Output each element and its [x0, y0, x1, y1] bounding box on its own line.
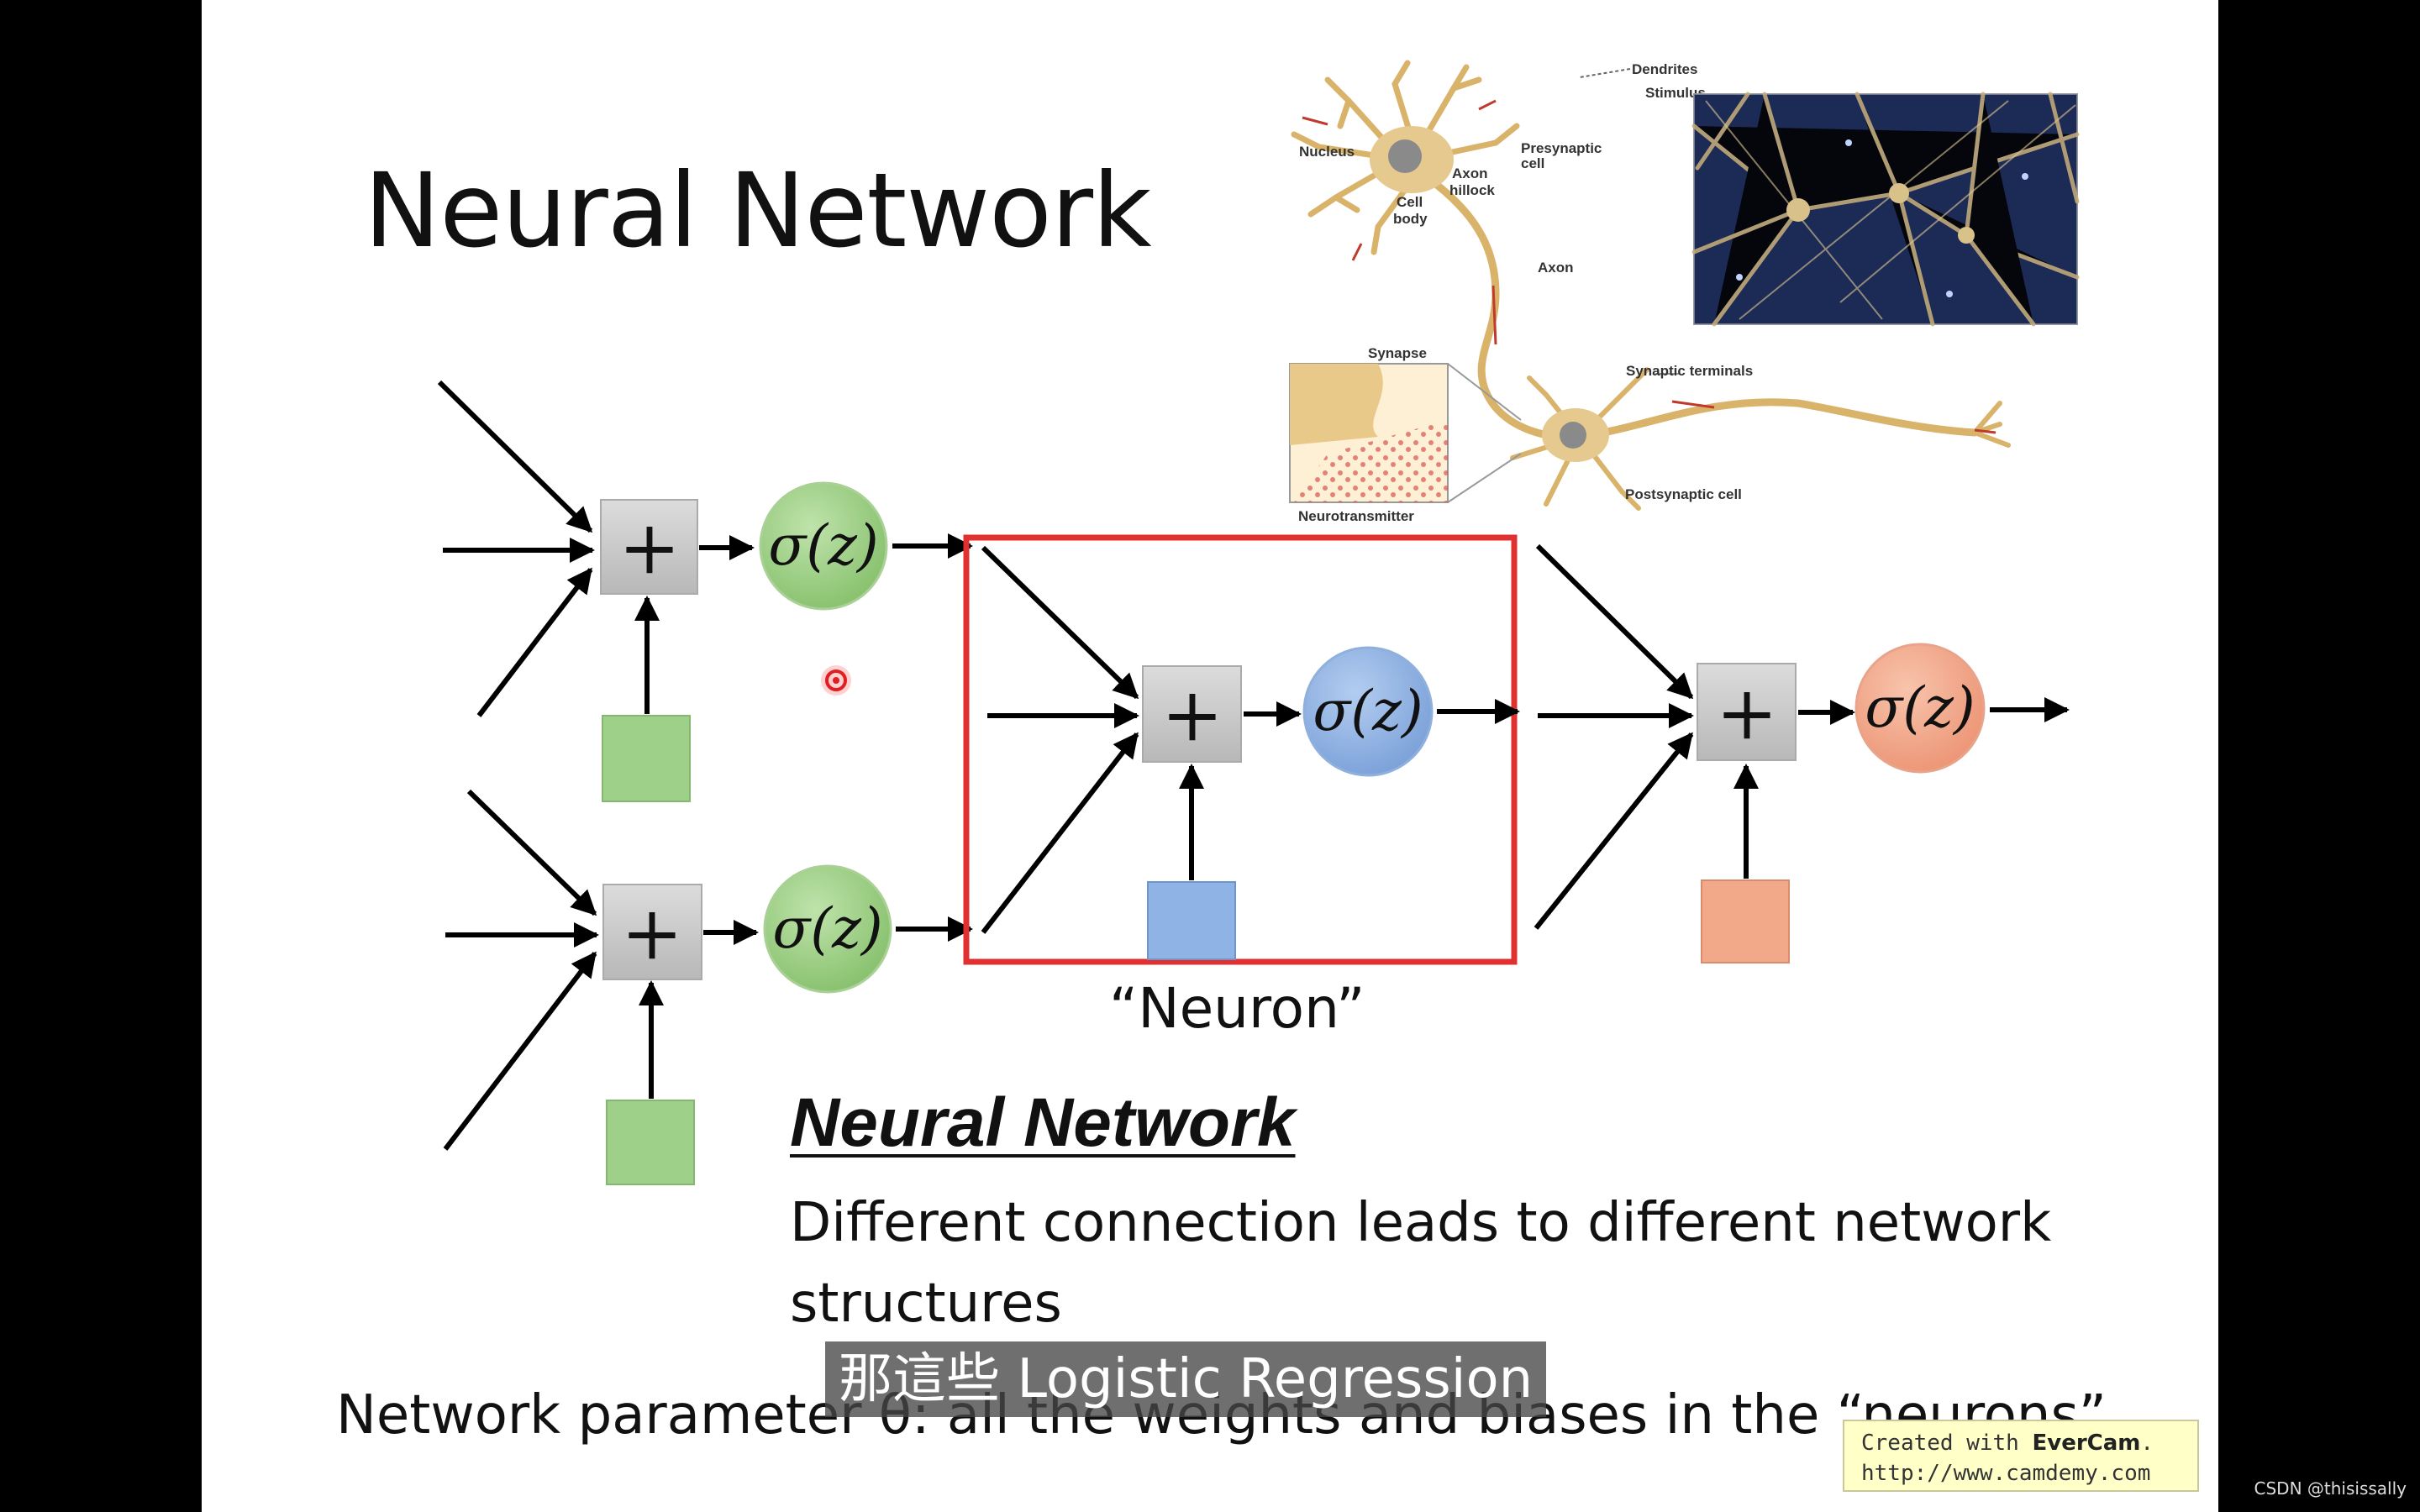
neuron-highlight-box: [963, 534, 1518, 965]
label-dendrites: Dendrites: [1632, 61, 1697, 77]
plus-symbol: +: [1716, 669, 1778, 756]
sum-node-2: [602, 884, 702, 980]
label-postsynaptic: Postsynaptic cell: [1625, 486, 1742, 502]
label-presynaptic-cell: cell: [1521, 155, 1544, 171]
csdn-watermark: CSDN @thisissally: [2254, 1478, 2407, 1499]
sum-node-1: [600, 499, 698, 595]
evercam-watermark[interactable]: Created with EverCam. http://www.camdemy…: [1843, 1420, 2199, 1492]
input-arrow: [443, 951, 597, 1151]
evercam-line-1: Created with EverCam.: [1861, 1428, 2197, 1458]
activation-node-1: [759, 481, 888, 611]
input-arrow: [981, 732, 1139, 934]
sum-node-4: [1697, 663, 1797, 761]
input-arrow: [981, 545, 1139, 700]
label-nucleus: Nucleus: [1299, 144, 1355, 160]
plus-symbol: +: [1161, 671, 1223, 758]
neural-network-description: Different connection leads to different …: [790, 1192, 2052, 1335]
activation-node-3: [1302, 646, 1434, 777]
synapse-inset: [1289, 363, 1522, 503]
label-cell-body-2: body: [1393, 211, 1428, 227]
nucleus: [1388, 139, 1422, 173]
input-arrow: [1535, 543, 1694, 700]
activation-node-2: [763, 864, 892, 994]
neuron-label: “Neuron”: [1109, 976, 1365, 1041]
activation-label: σ(z): [1865, 675, 1975, 740]
postsynaptic-nucleus: [1560, 422, 1586, 449]
input-arrow: [1534, 732, 1694, 930]
bias-node-2: [606, 1100, 695, 1185]
evercam-suffix: .: [2140, 1431, 2154, 1456]
activation-label: σ(z): [772, 896, 882, 961]
evercam-brand: EverCam: [2032, 1431, 2141, 1456]
neuron-2: [443, 789, 973, 1151]
label-axon: Axon: [1538, 260, 1574, 276]
network-diagram: + + + + σ(z) σ(z) σ(z) σ(z): [437, 60, 2080, 1185]
bias-node-4: [1701, 879, 1790, 963]
slide: + + + + σ(z) σ(z) σ(z) σ(z): [202, 0, 2218, 1512]
neuron-3: [981, 545, 1520, 934]
label-synapse: Synapse: [1368, 345, 1427, 361]
neuron-4: [1534, 543, 2070, 930]
input-arrow: [476, 567, 593, 717]
evercam-link[interactable]: http://www.camdemy.com: [1861, 1461, 2151, 1486]
evercam-prefix: Created with: [1861, 1431, 2033, 1456]
bias-node-3: [1147, 881, 1236, 960]
signal-arrows: [1302, 99, 1996, 434]
label-stimulus: Stimulus: [1645, 85, 1706, 101]
label-presynaptic: Presynaptic: [1521, 140, 1602, 156]
input-arrow: [466, 789, 597, 916]
label-synaptic-terminals: Synaptic terminals: [1626, 363, 1753, 379]
plus-symbol: +: [618, 504, 681, 591]
activation-label: σ(z): [1313, 679, 1423, 743]
neural-network-heading: Neural Network: [790, 1084, 1296, 1161]
label-axon-hillock: Axon: [1452, 165, 1488, 181]
activation-label: σ(z): [768, 513, 878, 578]
plus-symbol: +: [621, 890, 683, 976]
neuron-1: [437, 380, 973, 717]
bias-node-1: [602, 715, 691, 802]
neuron-photo: [1691, 92, 2080, 327]
label-cell-body: Cell: [1397, 194, 1423, 210]
biological-neuron-illustration: Dendrites Stimulus Nucleus Presynaptic c…: [1289, 60, 2011, 524]
slide-title: Neural Network: [364, 151, 1152, 270]
laser-pointer: [821, 665, 851, 696]
input-arrow: [437, 380, 593, 533]
label-neurotransmitter: Neurotransmitter: [1298, 508, 1414, 524]
video-subtitle: 那這些 Logistic Regression: [825, 1341, 1547, 1417]
activation-node-4: [1854, 643, 1986, 774]
label-axon-hillock-2: hillock: [1449, 182, 1495, 198]
sum-node-3: [1142, 665, 1242, 763]
